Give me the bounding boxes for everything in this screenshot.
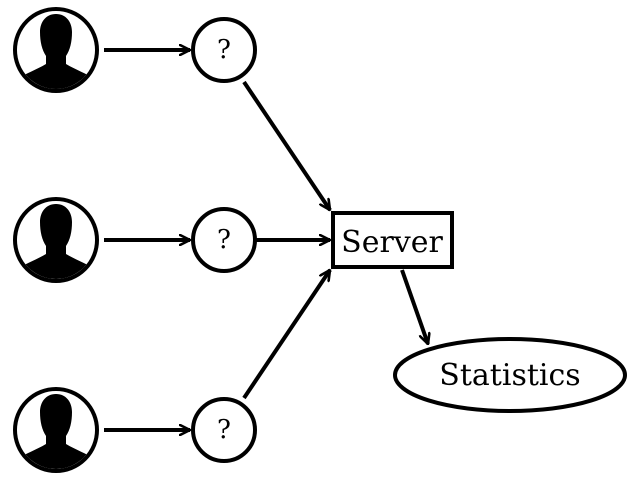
arrow-mechanism-3-to-server	[242, 270, 332, 400]
user-1	[13, 7, 99, 93]
arrow-server-to-statistics	[400, 269, 428, 344]
user-2	[13, 197, 99, 283]
statistics-node: Statistics	[393, 337, 627, 413]
mechanism-node-2: ?	[191, 207, 257, 273]
statistics-label: Statistics	[439, 358, 580, 393]
user-silhouette-icon	[17, 14, 95, 89]
user-silhouette-icon	[17, 394, 95, 469]
server-label: Server	[341, 225, 443, 260]
mechanism-label: ?	[217, 225, 231, 255]
arrow-mechanism-1-to-server	[242, 80, 332, 210]
user-silhouette-icon	[17, 204, 95, 279]
server-node: Server	[331, 211, 454, 269]
mechanism-node-3: ?	[191, 397, 257, 463]
user-3	[13, 387, 99, 473]
mechanism-label: ?	[217, 35, 231, 65]
mechanism-label: ?	[217, 415, 231, 445]
mechanism-node-1: ?	[191, 17, 257, 83]
